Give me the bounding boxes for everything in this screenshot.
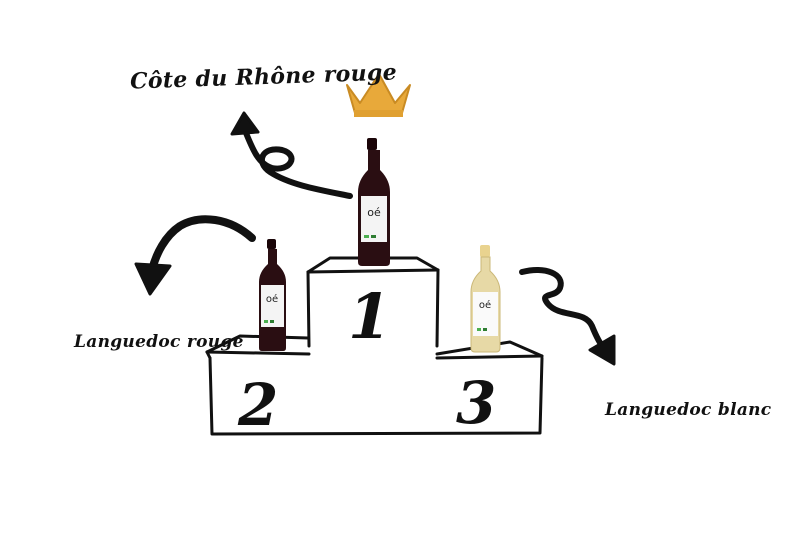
bottle-logo-third: oé [479,299,491,311]
wine-label-third: Languedoc blanc [605,400,772,420]
bottle-logo-second: oé [266,293,278,305]
wine-bottle-first: oé [358,138,390,266]
crown-icon [346,73,411,117]
podium [205,256,544,436]
rank-number-first: 1 [348,280,391,353]
wavy-arrow-icon [519,267,616,366]
curved-arrow-icon [134,215,256,296]
rank-number-second: 2 [237,371,278,439]
wine-bottle-second: oé [259,239,286,351]
bottle-logo-first: oé [367,206,381,219]
rank-number-third: 3 [456,369,496,437]
wine-bottle-third: oé [470,245,501,353]
wine-label-second: Languedoc rouge [74,332,244,352]
curved-arrow-icon [230,111,353,199]
